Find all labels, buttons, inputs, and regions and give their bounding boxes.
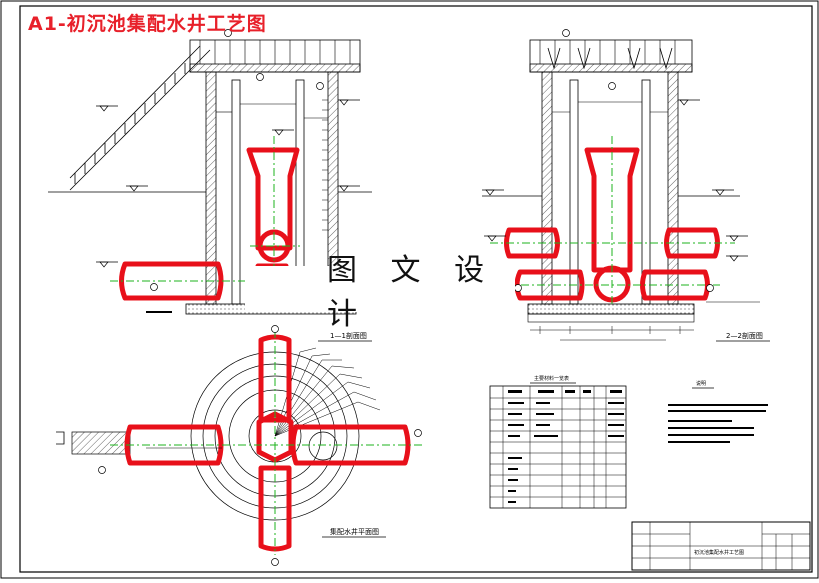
watermark-text: 图 文 设 计: [327, 253, 497, 332]
plan-label: 集配水井平面图: [330, 527, 379, 536]
watermark: 图 文 设 计: [245, 253, 515, 332]
material-table: 主要材料一览表: [489, 375, 627, 509]
section-2-2: 2—2剖面图: [482, 29, 770, 342]
title-block: 初沉池集配水井工艺图: [631, 521, 811, 571]
stair: [69, 45, 211, 191]
notes-title: 说明: [696, 380, 706, 387]
titleblock-name: 初沉池集配水井工艺图: [694, 549, 744, 556]
inner-frame: [19, 5, 813, 573]
plan-view: 集配水井平面图: [56, 325, 425, 566]
table-title: 主要材料一览表: [534, 375, 569, 382]
drawing-title: A1-初沉池集配水井工艺图: [28, 13, 267, 35]
level-marker-icon: [96, 99, 360, 268]
section-2-2-label: 2—2剖面图: [726, 331, 763, 340]
notes: 说明: [668, 380, 768, 443]
section-1-1: 1—1剖面图: [48, 29, 372, 342]
section-1-1-label: 1—1剖面图: [330, 331, 367, 340]
